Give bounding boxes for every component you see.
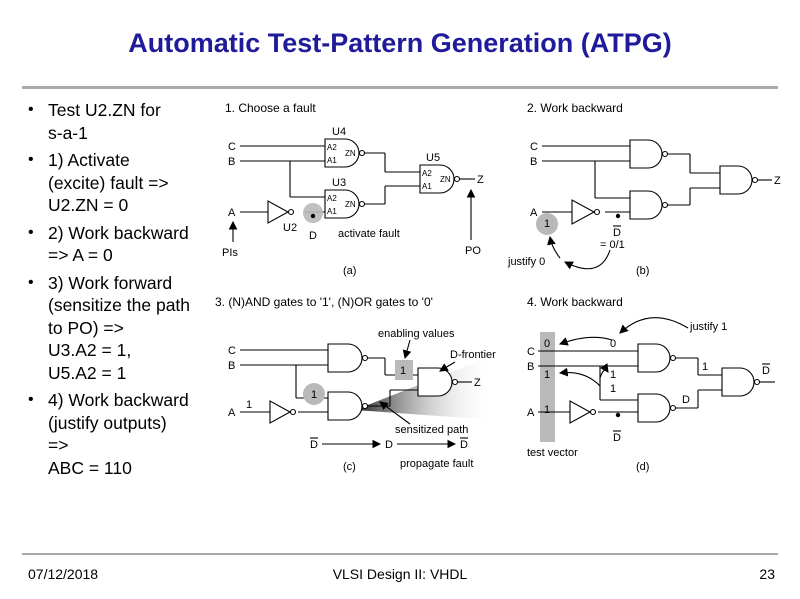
enabling-marker: [395, 360, 413, 380]
panel-a-caption: (a): [343, 265, 356, 277]
panel-c-caption: (c): [343, 461, 356, 473]
label-A: A: [527, 407, 535, 419]
label-C: C: [228, 345, 236, 357]
label-D: D: [613, 227, 621, 239]
pin-label: ZN: [345, 149, 356, 158]
pin-label: A1: [422, 182, 432, 191]
pin-label: ZN: [440, 175, 451, 184]
pin-label: A1: [327, 207, 337, 216]
bullet-item: 1) Activate (excite) fault => U2.ZN = 0: [28, 149, 218, 217]
value-1: 1: [610, 369, 616, 381]
panel-c: 3. (N)AND gates to '1', (N)OR gates to '…: [215, 295, 496, 473]
enabling-marker: [303, 383, 325, 405]
label-B: B: [228, 156, 235, 168]
label-D: D: [762, 365, 770, 377]
enabling-values-label: enabling values: [378, 328, 455, 340]
gate-label-U5: U5: [426, 152, 440, 164]
label-C: C: [527, 346, 535, 358]
value-1: 1: [400, 365, 406, 377]
test-vector-band: [540, 332, 555, 442]
value-1: 1: [610, 383, 616, 395]
pin-label: A2: [327, 143, 337, 152]
value-1: 1: [246, 399, 252, 411]
panel-d: 4. Work backward C B A 0 1 1 D D 1: [527, 295, 775, 473]
label-Z: Z: [774, 175, 781, 187]
label-Z: Z: [474, 377, 481, 389]
bullet-item: 3) Work forward (sensitize the path to P…: [28, 272, 218, 385]
label-D: D: [460, 439, 468, 451]
value-0: 0: [544, 338, 550, 350]
bullet-list: Test U2.ZN for s-a-1 1) Activate (excite…: [28, 99, 218, 484]
label-C: C: [228, 141, 236, 153]
label-PIs: PIs: [222, 247, 238, 259]
footer-divider: [22, 553, 778, 555]
pin-label: A2: [327, 194, 337, 203]
pin-label: ZN: [345, 200, 356, 209]
label-Z: Z: [477, 174, 484, 186]
label-D: D: [310, 439, 318, 451]
panel-d-heading: 4. Work backward: [527, 295, 623, 309]
footer-course: VLSI Design II: VHDL: [332, 566, 468, 582]
gate-label-U4: U4: [332, 126, 346, 138]
justify-label: justify 1: [689, 321, 727, 333]
label-B: B: [228, 360, 235, 372]
label-D: D: [309, 230, 317, 242]
value-0: 0: [610, 338, 616, 350]
label-A: A: [228, 207, 236, 219]
label-A: A: [530, 207, 538, 219]
justify-marker: [536, 213, 558, 235]
bullet-item: Test U2.ZN for s-a-1: [28, 99, 218, 144]
slide-title: Automatic Test-Pattern Generation (ATPG): [128, 28, 672, 58]
test-vector-label: test vector: [527, 447, 578, 459]
panel-a-heading: 1. Choose a fault: [225, 101, 316, 115]
footer-page-number: 23: [759, 566, 775, 582]
bullet-item: 4) Work backward (justify outputs) => AB…: [28, 389, 218, 479]
panel-b-caption: (b): [636, 265, 649, 277]
panel-c-heading: 3. (N)AND gates to '1', (N)OR gates to '…: [215, 295, 433, 309]
justify-label: justify 0: [507, 256, 545, 268]
d-frontier-label: D-frontier: [450, 349, 496, 361]
fault-marker: [303, 203, 323, 223]
value-1: 1: [311, 389, 317, 401]
label-D: D: [385, 439, 393, 451]
panel-d-caption: (d): [636, 461, 649, 473]
panel-b: 2. Work backward C B A Z 1 D = 0/1 jus: [507, 101, 781, 277]
footer-date: 07/12/2018: [28, 566, 99, 582]
bullet-item: 2) Work backward => A = 0: [28, 222, 218, 267]
title-divider: [22, 86, 778, 89]
value-1: 1: [544, 218, 550, 230]
gate-label-U2: U2: [283, 222, 297, 234]
label-A: A: [228, 407, 236, 419]
label-D: D: [682, 394, 690, 406]
panel-b-heading: 2. Work backward: [527, 101, 623, 115]
pin-label: A2: [422, 169, 432, 178]
sensitized-path-label: sensitized path: [395, 424, 468, 436]
value-1: 1: [544, 404, 550, 416]
value-1: 1: [544, 369, 550, 381]
label-D: D: [613, 432, 621, 444]
label-PO: PO: [465, 245, 481, 257]
label-B: B: [530, 156, 537, 168]
eq-label: = 0/1: [600, 239, 625, 251]
label-B: B: [527, 361, 534, 373]
pin-label: A1: [327, 156, 337, 165]
panel-a: 1. Choose a fault C B A U4 A2 A1 ZN U3 A…: [222, 101, 484, 277]
label-C: C: [530, 141, 538, 153]
value-1: 1: [702, 361, 708, 373]
propagate-fault-label: propagate fault: [400, 458, 473, 470]
activate-fault-label: activate fault: [338, 228, 400, 240]
gate-label-U3: U3: [332, 177, 346, 189]
